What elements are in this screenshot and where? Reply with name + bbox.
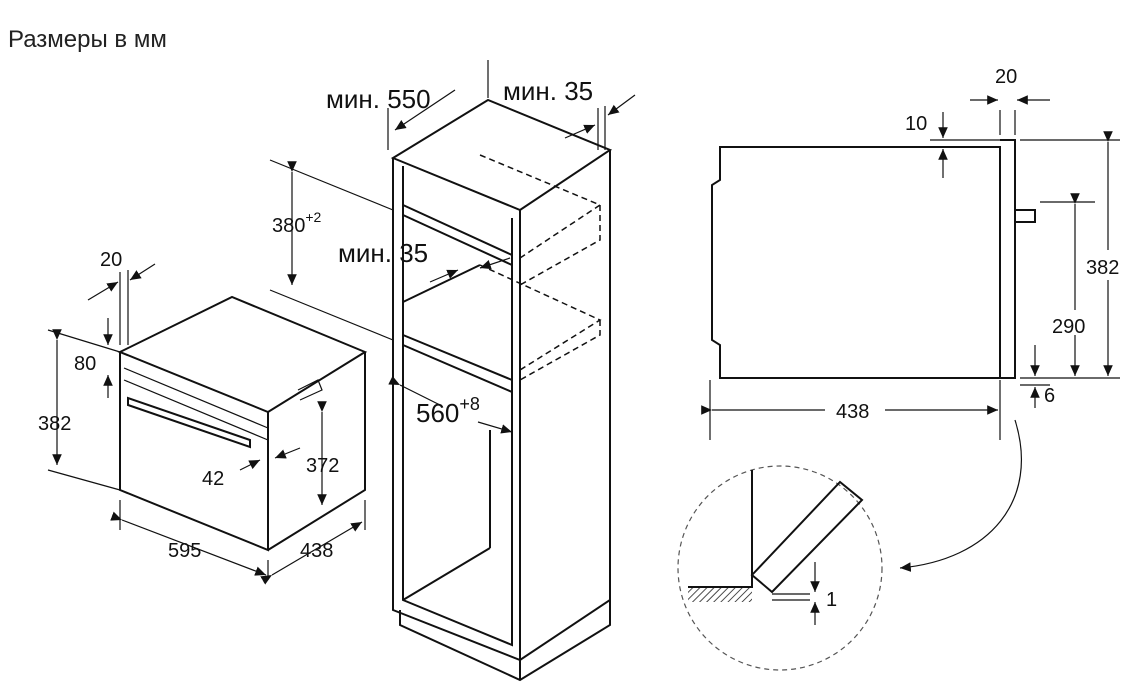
dim-gap: 1 (826, 589, 837, 611)
dim-depth: 438 (300, 540, 333, 562)
detail-view: 1 (677, 465, 883, 671)
dim-niche-width: 560+8 (416, 394, 480, 428)
oven-isometric: 20 80 382 42 372 595 438 (38, 249, 368, 585)
dim-handle: 42 (202, 468, 224, 490)
dim-side-depth: 438 (836, 401, 869, 423)
oven-side-view: 20 10 382 290 438 6 (701, 66, 1131, 572)
dim-panel: 20 (995, 66, 1017, 88)
dim-width: 595 (168, 540, 201, 562)
dim-height: 382 (38, 413, 71, 435)
dim-min-gap-back: мин. 35 (503, 76, 593, 106)
dim-min-depth: мин. 550 (326, 84, 431, 114)
dim-panel-depth: 20 (100, 249, 122, 271)
dim-top-offset: 80 (74, 353, 96, 375)
dim-inner-height: 372 (306, 455, 339, 477)
dim-bottom: 6 (1044, 385, 1055, 407)
dim-niche-height: 380+2 (272, 209, 322, 237)
dim-side-height: 382 (1086, 257, 1119, 279)
page-title: Размеры в мм (8, 26, 167, 53)
dim-handle-height: 290 (1052, 316, 1085, 338)
dim-min-gap-side: мин. 35 (338, 238, 428, 268)
dim-top: 10 (905, 113, 927, 135)
cabinet-isometric: мин. 550 мин. 35 380+2 мин. 35 560+8 (269, 60, 636, 682)
